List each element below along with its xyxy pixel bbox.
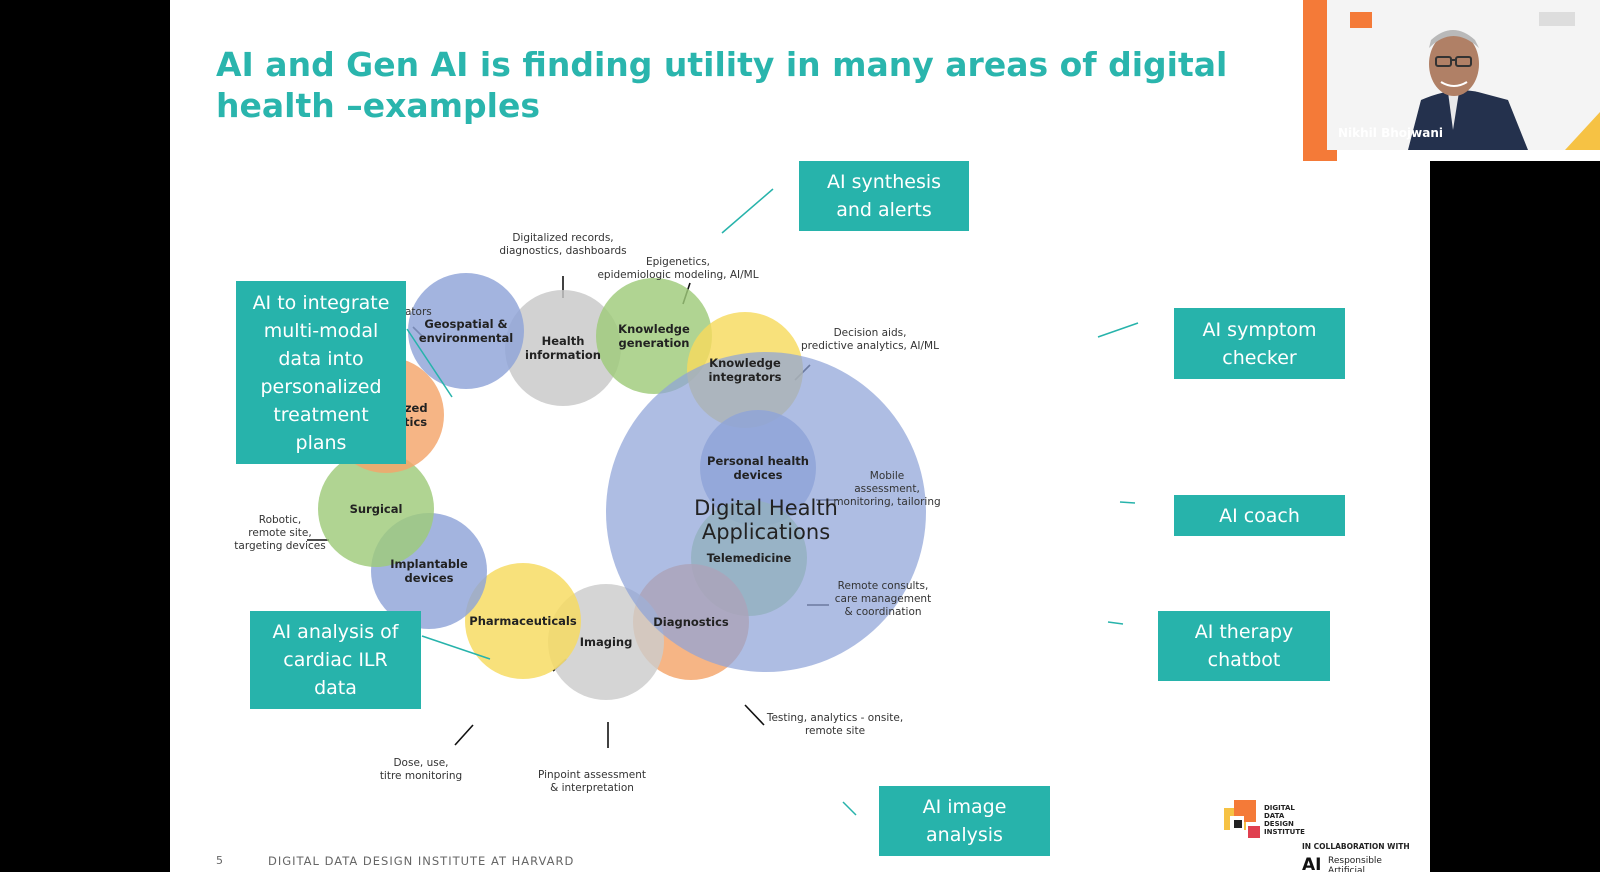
annotation-line: remote site [805, 725, 865, 737]
connector-line [744, 704, 765, 726]
circle-label-line1: Knowledge [618, 322, 690, 336]
video-logo-left [1350, 12, 1372, 28]
callout-ai-cardiac: AI analysis of cardiac ILR data [250, 611, 421, 709]
annotation-line: Digitalized records, [512, 232, 613, 244]
callout-ai-integrate: AI to integrate multi-modal data into pe… [236, 281, 406, 464]
application-circle [505, 290, 621, 406]
circle-label-line2: information [525, 348, 601, 362]
circle-label-line2: integrators [708, 370, 781, 384]
pointer-integrate [406, 328, 453, 398]
annotation-line: monitoring, tailoring [833, 496, 940, 508]
circle-label-line2: devices [734, 468, 783, 482]
callout-ai-therapy: AI therapy chatbot [1158, 611, 1330, 681]
annotation-line: Decision aids, [834, 327, 907, 339]
annotation-line: Robotic, [259, 514, 301, 526]
callout-ai-synthesis: AI synthesis and alerts [799, 161, 969, 231]
connector-line [454, 724, 474, 746]
slide-title: AI and Gen AI is finding utility in many… [216, 45, 1228, 125]
d3-logo-text: DIGITAL DATA DESIGN INSTITUTE [1264, 804, 1305, 836]
center-label-line1: Digital Health [694, 496, 838, 520]
annotation-line: & coordination [844, 606, 921, 618]
circle-label-line2: generation [619, 336, 690, 350]
circle-label-line1: Implantable [390, 557, 468, 571]
callout-ai-coach: AI coach [1174, 495, 1345, 536]
center-circle: Digital Health Applications [606, 352, 926, 672]
center-circle-shape [606, 352, 926, 672]
callout-ai-image: AI image analysis [879, 786, 1050, 856]
annotation-line: targeting devices [234, 540, 325, 552]
pointer-therapy [1107, 621, 1124, 625]
video-logo-right [1539, 12, 1575, 26]
annotation-line: remote site, [248, 527, 311, 539]
annotation-line: Remote consults, [838, 580, 929, 592]
application-circle [465, 563, 581, 679]
speaker-name: Nikhil Bhojwani [1338, 126, 1443, 140]
application-circle [318, 451, 434, 567]
application-circle [596, 278, 712, 394]
callout-pointer-lines [406, 188, 1139, 816]
rai-logo-text: Responsible Artificial Intelligence [1328, 856, 1382, 872]
annotation-line: epidemiologic modeling, AI/ML [597, 269, 758, 281]
circle-label-line1: Health [542, 334, 585, 348]
circle-label-line1: Imaging [580, 635, 633, 649]
annotation-line: titre monitoring [380, 770, 462, 782]
annotation-line: Epigenetics, [646, 256, 710, 268]
circle-label-line1: Telemedicine [707, 551, 792, 565]
annotation-line: diagnostics, dashboards [499, 245, 626, 257]
slide: AI and Gen AI is finding utility in many… [170, 0, 1430, 872]
pointer-cardiac [421, 635, 491, 660]
d3-logo-icon [1224, 800, 1260, 838]
center-label-line2: Applications [702, 520, 830, 544]
application-circle [408, 273, 524, 389]
annotation-line: care management [835, 593, 931, 605]
annotation-line: & interpretation [550, 782, 634, 794]
circle-label-line1: Geospatial & [424, 317, 507, 331]
pointer-symptom [1097, 322, 1139, 338]
circle-label-line2: environmental [419, 331, 513, 345]
annotation-line: Mobile [870, 470, 904, 482]
collab-text: IN COLLABORATION WITH [1302, 842, 1410, 851]
circle-label-line1: Surgical [350, 502, 403, 516]
pointer-synthesis [721, 188, 774, 234]
speaker-video-tile[interactable]: Nikhil Bhojwani [1303, 0, 1600, 161]
footer-org-name: DIGITAL DATA DESIGN INSTITUTE AT HARVARD [268, 854, 575, 868]
circle-label-line1: Diagnostics [653, 615, 729, 629]
circle-label-line2: devices [405, 571, 454, 585]
annotation-line: Pinpoint assessment [538, 769, 646, 781]
circle-label-line1: Knowledge [709, 356, 781, 370]
pointer-coach [1119, 501, 1136, 504]
annotation-line: Testing, analytics - onsite, [766, 712, 903, 724]
rai-logo-mark: AI [1302, 855, 1322, 872]
circle-label-line1: Personal health [707, 454, 809, 468]
page-number: 5 [216, 854, 223, 867]
pointer-image [842, 801, 857, 816]
callout-ai-symptom: AI symptom checker [1174, 308, 1345, 379]
annotation-line: predictive analytics, AI/ML [801, 340, 939, 352]
annotation-line: assessment, [854, 483, 920, 495]
speaker-video-frame [1303, 0, 1600, 161]
annotation-line: Dose, use, [393, 757, 448, 769]
circle-label-line1: Pharmaceuticals [469, 614, 577, 628]
